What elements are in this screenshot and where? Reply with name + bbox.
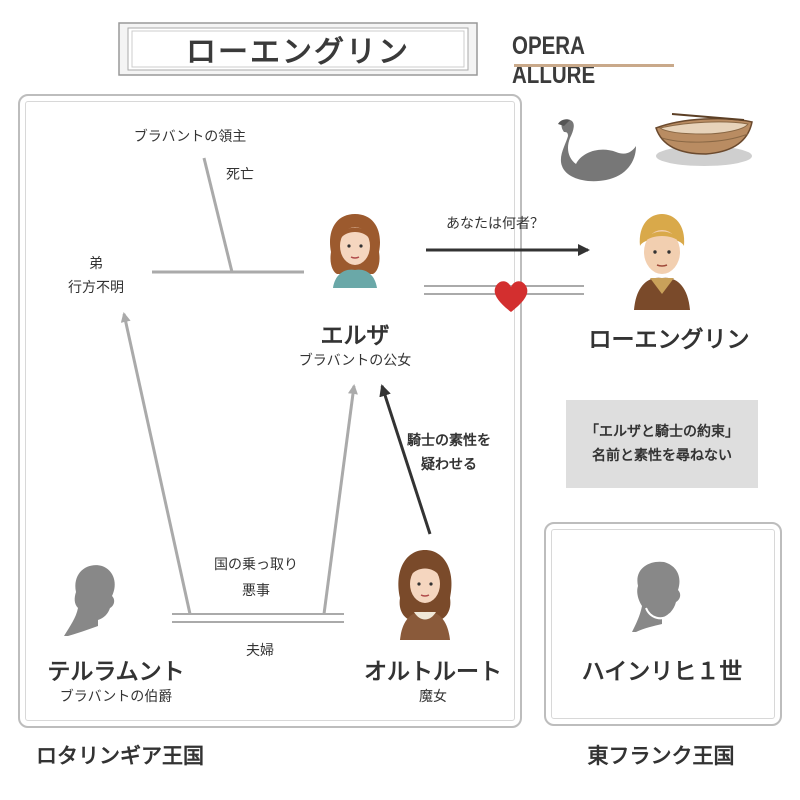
lotharingia-kingdom-label: ロタリンギア王国 <box>36 744 204 768</box>
promise-note: 「エルザと騎士の約束」 名前と素性を尋ねない <box>566 400 758 488</box>
brand-underline <box>514 64 674 67</box>
title-frame <box>118 22 478 76</box>
title-banner: ローエングリン <box>118 22 478 76</box>
couple-to-elsa-arrow <box>322 384 358 615</box>
plot-label-line1: 国の乗っ取り <box>214 557 298 573</box>
telramund-title: ブラバントの伯爵 <box>59 689 173 705</box>
elsa-title: ブラバントの公女 <box>298 353 412 369</box>
doubt-label-line1: 騎士の素性を <box>407 433 491 449</box>
telramund-silhouette-icon <box>64 565 115 636</box>
who-are-you-label: あなたは何者？ <box>446 216 544 232</box>
brother-status-label: 行方不明 <box>68 280 124 296</box>
boat-icon <box>655 113 753 166</box>
lord-status-label: 死亡 <box>226 167 254 183</box>
east-francia-kingdom-label: 東フランク王国 <box>587 744 735 768</box>
brabant-lord-label: ブラバントの領主 <box>133 129 247 145</box>
page-title: ローエングリン <box>186 35 410 70</box>
lord-descent-line <box>202 157 234 273</box>
telramund-name: テルラムント <box>47 659 185 685</box>
doubt-label-line2: 疑わせる <box>421 457 477 473</box>
couple-to-brother-arrow <box>120 312 192 615</box>
lotharingia-box <box>18 94 522 728</box>
heinrich-silhouette-icon <box>632 561 681 632</box>
ortrud-title: 魔女 <box>419 689 447 705</box>
ortrud-name: オルトルート <box>364 659 502 685</box>
east-francia-box <box>544 522 782 726</box>
couple-label: 夫婦 <box>246 643 274 659</box>
heinrich-name: ハインリヒ１世 <box>581 659 743 685</box>
elsa-portrait-icon <box>330 214 380 288</box>
swan-icon <box>558 119 636 182</box>
ortrud-to-elsa-arrow <box>379 384 432 535</box>
ortrud-portrait-icon <box>398 550 452 640</box>
brother-label: 弟 <box>89 256 103 272</box>
elsa-name: エルザ <box>320 323 390 349</box>
lohengrin-portrait-icon <box>634 214 690 310</box>
promise-note-line1: 「エルザと騎士の約束」 <box>585 424 739 440</box>
heart-icon <box>494 281 528 312</box>
lohengrin-name: ローエングリン <box>588 327 750 353</box>
plot-label-line2: 悪事 <box>242 583 270 599</box>
promise-note-line2: 名前と素性を尋ねない <box>592 448 732 464</box>
